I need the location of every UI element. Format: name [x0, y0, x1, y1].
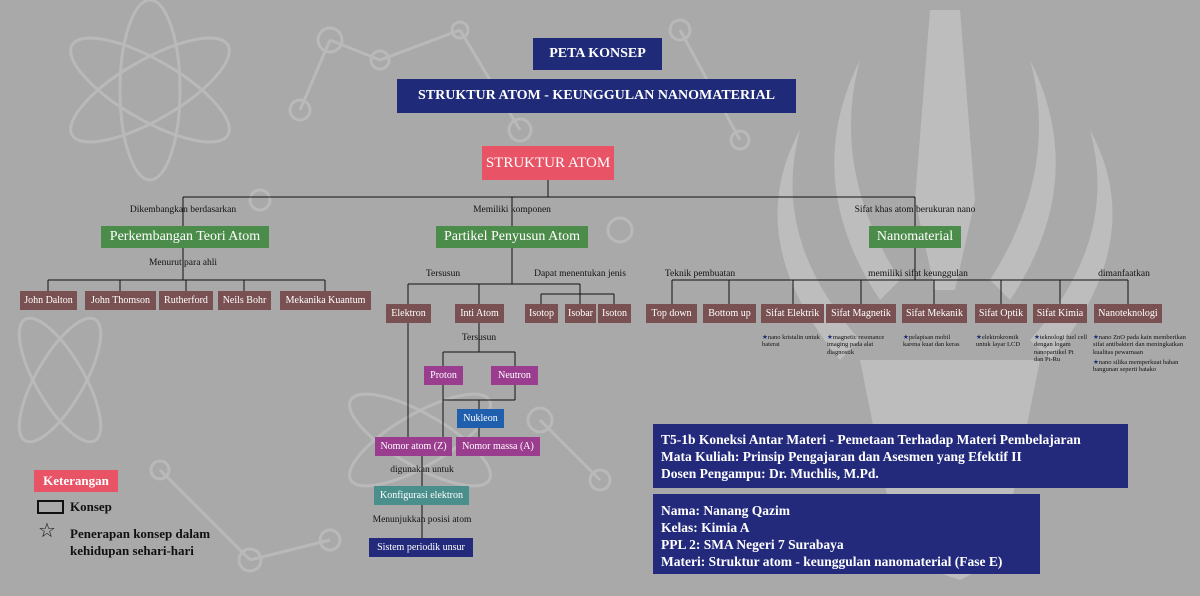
connector-label-tersusun: Tersusun — [425, 269, 461, 279]
page-title: PETA KONSEP — [533, 38, 662, 70]
connector-label-dikembangkan: Dikembangkan berdasarkan — [129, 205, 237, 215]
application-note-nano2: ★nano silika memperkuat bahan bangunan s… — [1093, 351, 1178, 374]
nano-sifat-elektrik: Sifat Elektrik — [761, 304, 824, 323]
connector-label-dapat: Dapat menentukan jenis — [534, 269, 626, 279]
nano-sifat-mekanik: Sifat Mekanik — [902, 304, 967, 323]
course-line2: Mata Kuliah: Prinsip Pengajaran dan Ases… — [661, 449, 1022, 464]
legend-title: Keterangan — [34, 470, 118, 492]
particle-isobar: Isobar — [565, 304, 596, 323]
particle-inti: Inti Atom — [455, 304, 504, 323]
star-icon: ★ — [1034, 333, 1040, 341]
connector-label-dimanfaatkan: dimanfaatkan — [1098, 269, 1150, 279]
particle-proton: Proton — [424, 366, 463, 385]
scientist-item: John Dalton — [20, 291, 77, 310]
root-node: STRUKTUR ATOM — [482, 146, 614, 180]
nano-sifat-kimia: Sifat Kimia — [1033, 304, 1087, 323]
star-icon: ★ — [1093, 333, 1099, 341]
branch-teori: Perkembangan Teori Atom — [101, 226, 269, 248]
particle-sistem-periodik: Sistem periodik unsur — [369, 538, 473, 557]
legend-penerapan-line1: Penerapan konsep dalam — [70, 526, 211, 541]
application-note-optik: ★elektrokromik untuk layar LCD — [976, 326, 1020, 349]
connector-label-memiliki-komponen: Memiliki komponen — [473, 205, 551, 215]
legend-concept-swatch — [37, 500, 64, 514]
application-text: elektrokromik untuk layar LCD — [976, 333, 1021, 349]
scientist-item: Mekanika Kuantum — [280, 291, 371, 310]
student-ppl: PPL 2: SMA Negeri 7 Surabaya — [661, 537, 844, 552]
scientist-item: John Thomson — [85, 291, 156, 310]
nano-sifat-optik: Sifat Optik — [975, 304, 1027, 323]
branch-nano: Nanomaterial — [869, 226, 961, 248]
star-icon: ★ — [976, 333, 982, 341]
course-line3: Dosen Pengampu: Dr. Muchlis, M.Pd. — [661, 466, 879, 481]
particle-isotop: Isotop — [525, 304, 558, 323]
connector-label-teknik: Teknik pembuatan — [664, 269, 736, 279]
application-text: nano ZnO pada kain memberikan sifat anti… — [1093, 333, 1186, 356]
nano-top-down: Top down — [646, 304, 697, 323]
student-kelas: Kelas: Kimia A — [661, 520, 750, 535]
legend-star-icon: ☆ — [38, 520, 56, 542]
application-text: pelapisan mobil karena kuat dan keras — [903, 333, 960, 349]
legend-penerapan-line2: kehidupan sehari-hari — [70, 543, 194, 558]
star-icon: ★ — [1093, 358, 1099, 366]
particle-konfigurasi: Konfigurasi elektron — [374, 486, 469, 505]
application-note-mekanik: ★pelapisan mobil karena kuat dan keras — [903, 326, 960, 349]
page-subtitle: STRUKTUR ATOM - KEUNGGULAN NANOMATERIAL — [397, 79, 796, 113]
course-info-box: T5-1b Koneksi Antar Materi - Pemetaan Te… — [653, 424, 1128, 488]
particle-nomor-massa: Nomor massa (A) — [456, 437, 540, 456]
branch-partikel: Partikel Penyusun Atom — [436, 226, 588, 248]
connector-label-digunakan: digunakan untuk — [390, 465, 454, 475]
star-icon: ★ — [762, 333, 768, 341]
particle-nukleon: Nukleon — [457, 409, 504, 428]
connector-label-tersusun-inti: Tersusun — [461, 333, 497, 343]
star-icon: ★ — [903, 333, 909, 341]
application-note-nano1: ★nano ZnO pada kain memberikan sifat ant… — [1093, 326, 1186, 356]
particle-elektron: Elektron — [386, 304, 431, 323]
star-icon: ★ — [827, 333, 833, 341]
scientist-item: Rutherford — [159, 291, 213, 310]
particle-nomor-atom: Nomor atom (Z) — [375, 437, 452, 456]
nano-nanoteknologi: Nanoteknologi — [1094, 304, 1162, 323]
connector-label-memiliki-sifat: memiliki sifat keunggulan — [868, 269, 968, 279]
application-text: magnetic resonance imaging pada alat dia… — [827, 333, 885, 356]
legend-concept-label: Konsep — [70, 499, 112, 514]
connector-label-menurut: Menurut para ahli — [148, 258, 218, 268]
application-text: nano kristalin untuk baterai — [762, 333, 820, 349]
connector-label-sifat-khas: Sifat khas atom berukuran nano — [854, 205, 976, 215]
application-text: teknologi fuel cell dengan logam nanopar… — [1034, 333, 1088, 364]
student-materi: Materi: Struktur atom - keunggulan nanom… — [661, 554, 1003, 569]
particle-neutron: Neutron — [491, 366, 538, 385]
particle-isoton: Isoton — [598, 304, 631, 323]
nano-bottom-up: Bottom up — [703, 304, 756, 323]
student-nama: Nama: Nanang Qazim — [661, 503, 790, 518]
nano-sifat-magnetik: Sifat Magnetik — [826, 304, 896, 323]
connector-label-menunjukkan: Menunjukkan posisi atom — [372, 515, 472, 525]
application-note-magnetik: ★magnetic resonance imaging pada alat di… — [827, 326, 884, 356]
application-note-kimia: ★teknologi fuel cell dengan logam nanopa… — [1034, 326, 1087, 364]
scientist-item: Neils Bohr — [218, 291, 271, 310]
application-text: nano silika memperkuat bahan bangunan se… — [1093, 358, 1179, 374]
student-info-box: Nama: Nanang Qazim Kelas: Kimia A PPL 2:… — [653, 494, 1040, 574]
legend-penerapan-label: Penerapan konsep dalam kehidupan sehari-… — [70, 525, 210, 559]
application-note-elektrik: ★nano kristalin untuk baterai — [762, 326, 820, 349]
course-line1: T5-1b Koneksi Antar Materi - Pemetaan Te… — [661, 432, 1081, 447]
